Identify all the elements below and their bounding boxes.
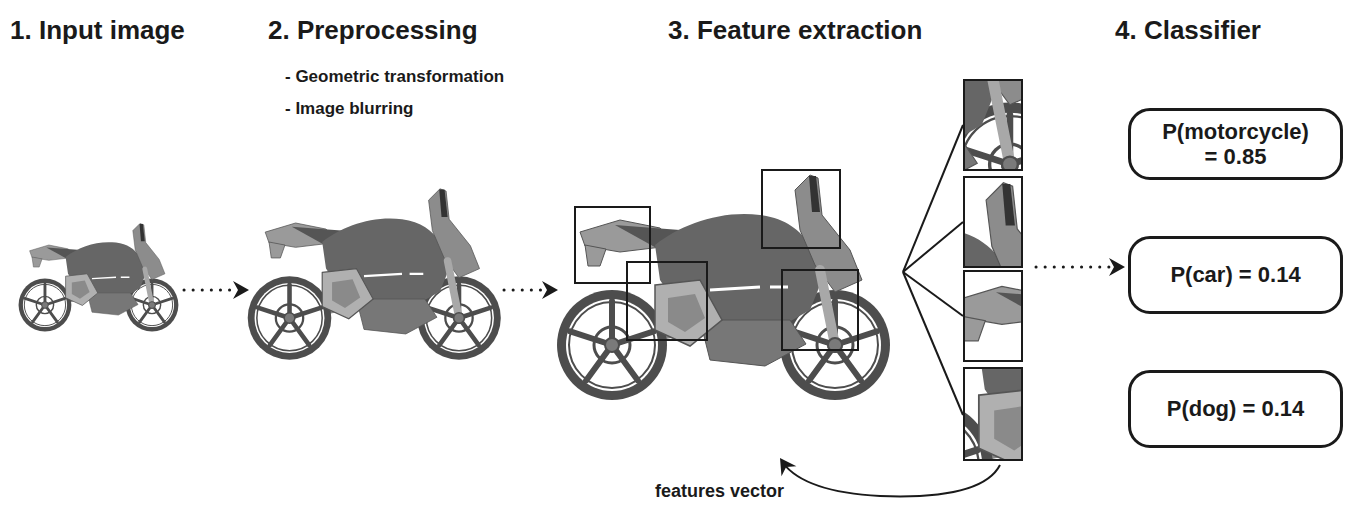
crop-border bbox=[964, 80, 1022, 170]
arrowhead bbox=[233, 281, 249, 299]
dotted-arrow bbox=[1036, 266, 1112, 269]
dotted-arrow bbox=[504, 289, 545, 292]
dotted-arrows bbox=[184, 258, 1125, 299]
feature-windows bbox=[575, 170, 858, 350]
input-motorcycle bbox=[19, 223, 179, 331]
curved-arrow bbox=[783, 463, 1000, 496]
feature-window bbox=[627, 262, 707, 340]
class-probability: P(dog) = 0.14 bbox=[1167, 396, 1305, 421]
probability-box: P(dog) = 0.14 bbox=[1128, 370, 1343, 448]
crop-border bbox=[964, 368, 1022, 460]
feature-window bbox=[575, 207, 650, 283]
feature-window bbox=[762, 170, 840, 248]
arrowhead bbox=[1109, 258, 1125, 276]
stage-heading: 2. Preprocessing bbox=[268, 16, 478, 45]
probability-box: P(motorcycle) = 0.85 bbox=[1128, 108, 1343, 180]
fan-line bbox=[903, 125, 963, 272]
step-note: - Image blurring bbox=[285, 100, 413, 119]
preprocessed-motorcycle bbox=[248, 189, 501, 360]
probability-box: P(car) = 0.14 bbox=[1128, 236, 1343, 314]
class-probability: P(car) = 0.14 bbox=[1170, 262, 1300, 287]
crop-border bbox=[964, 271, 1022, 361]
stage-heading: 3. Feature extraction bbox=[668, 16, 922, 45]
class-probability: P(motorcycle) = 0.85 bbox=[1161, 119, 1311, 170]
crop-border bbox=[964, 177, 1022, 267]
fan-line bbox=[903, 222, 963, 272]
dotted-arrow bbox=[184, 289, 236, 292]
fan-lines bbox=[903, 125, 963, 415]
arrowhead bbox=[542, 281, 558, 299]
features-vector-arrow bbox=[773, 453, 1000, 496]
step-note: - Geometric transformation bbox=[285, 68, 504, 87]
vector-label: features vector bbox=[655, 482, 784, 502]
arrowhead bbox=[773, 453, 797, 476]
stage-heading: 1. Input image bbox=[10, 16, 185, 45]
feature-window bbox=[782, 270, 858, 350]
stage-heading: 4. Classifier bbox=[1115, 16, 1261, 45]
fan-line bbox=[903, 272, 963, 415]
